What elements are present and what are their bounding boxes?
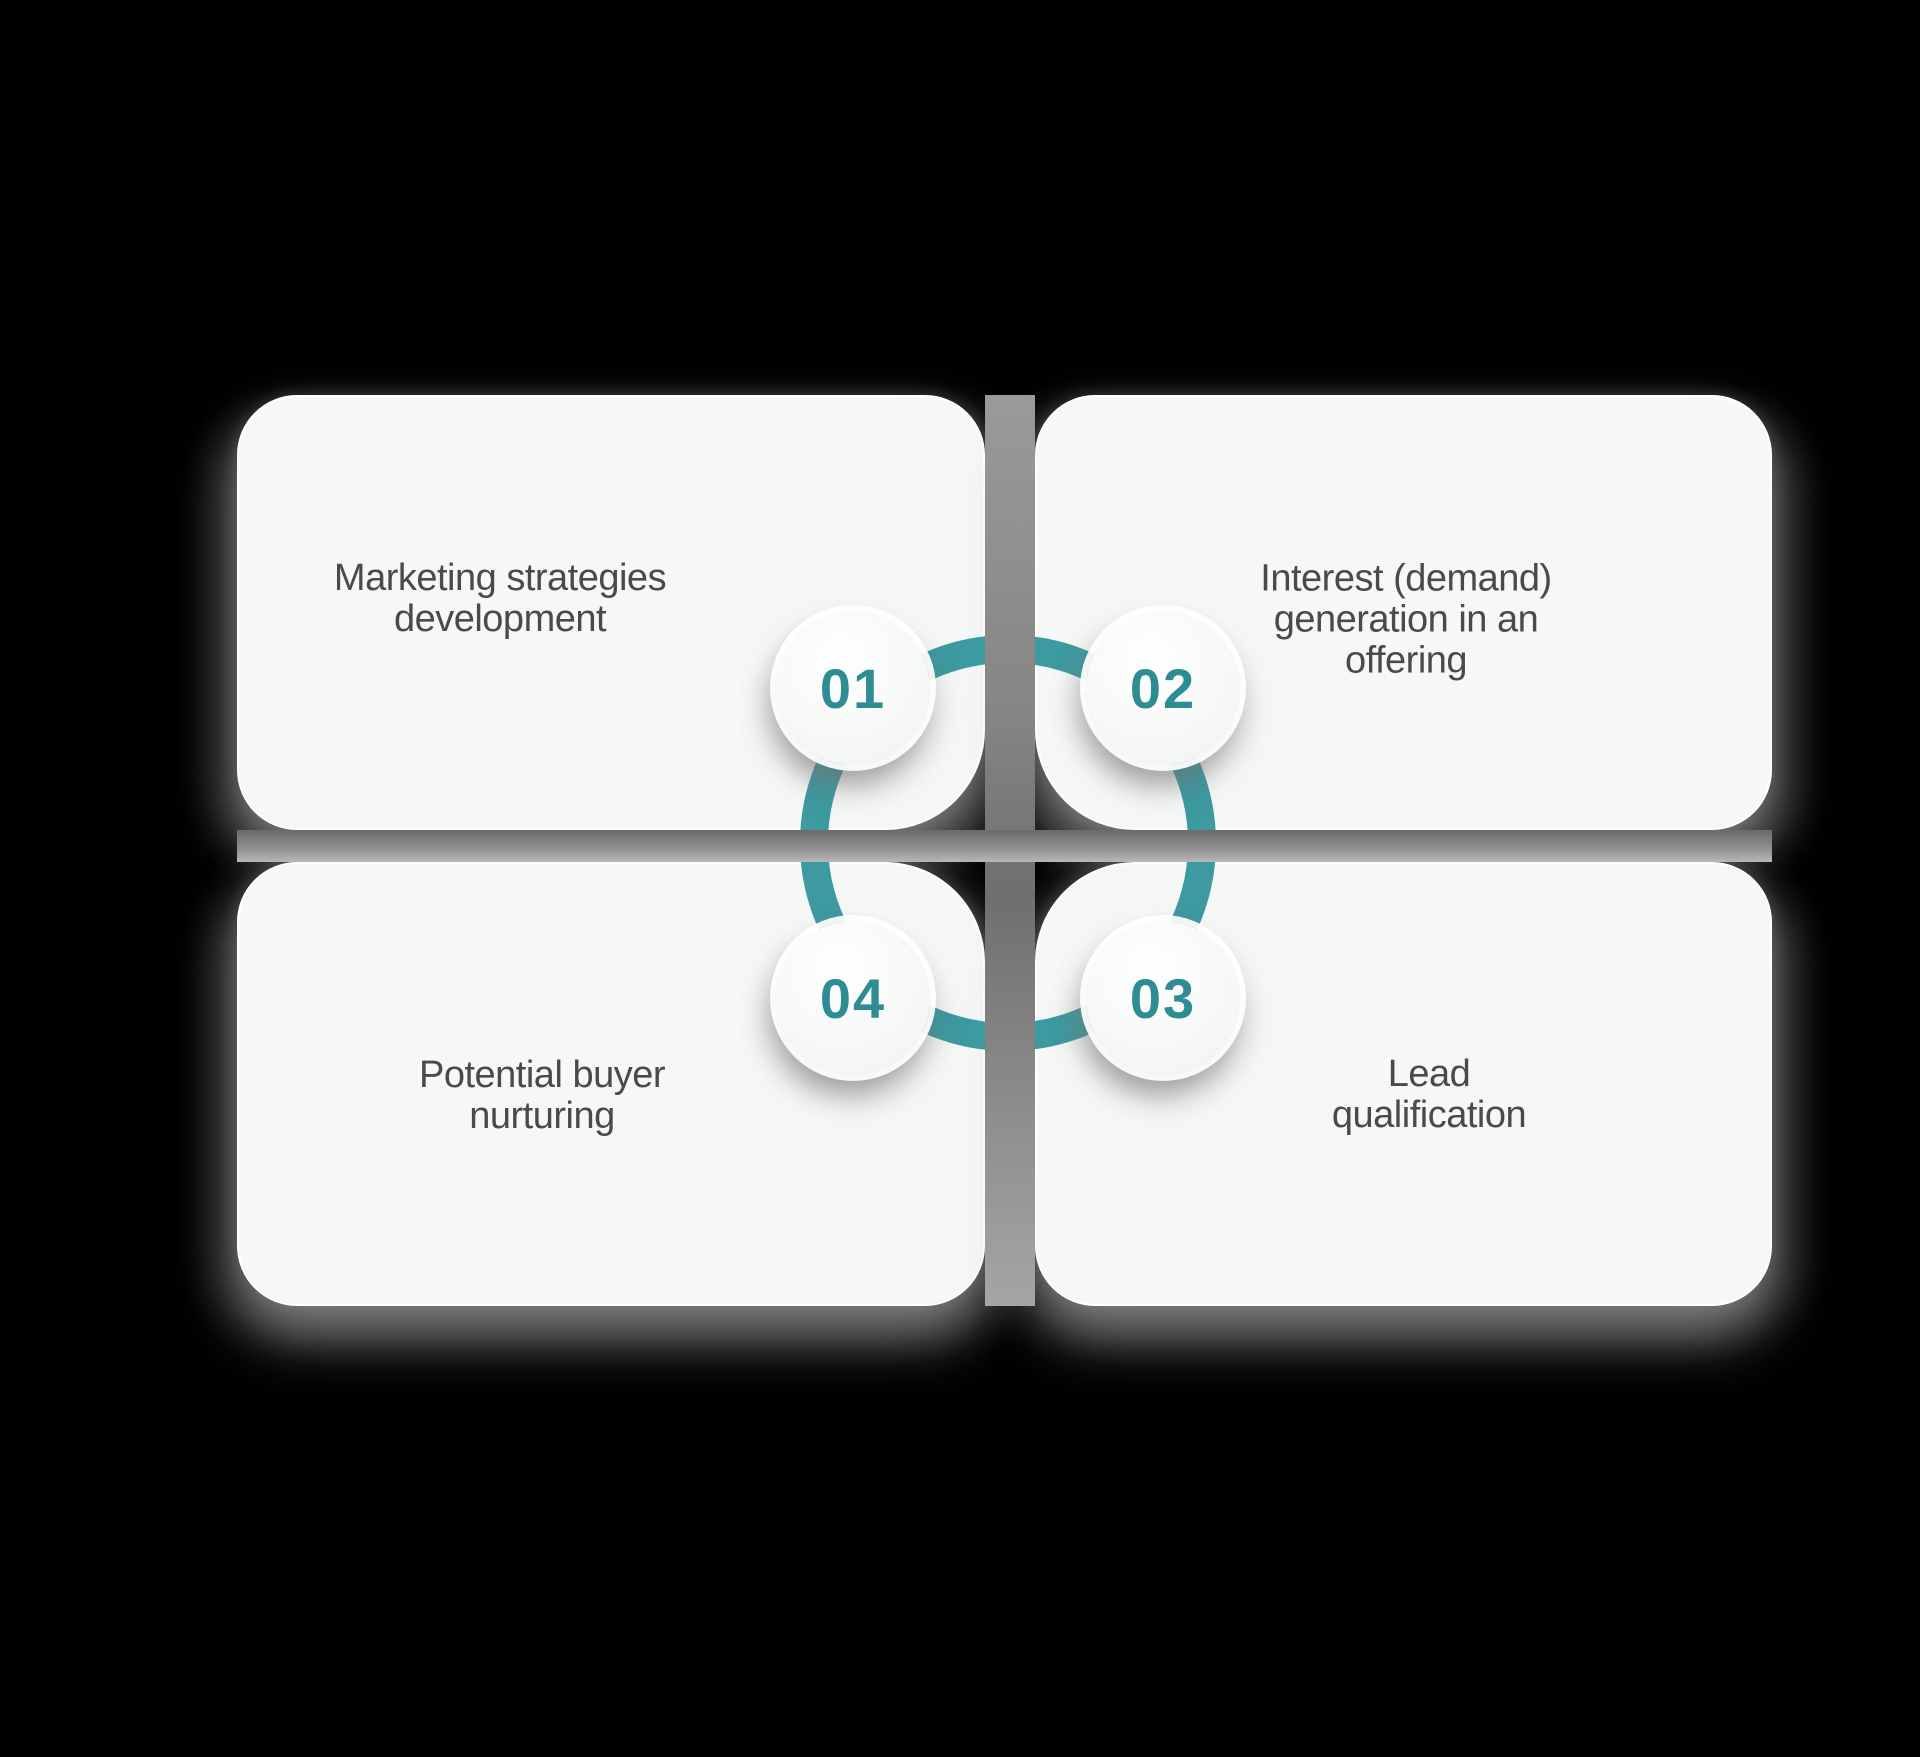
step-circle-04: 04: [776, 921, 930, 1075]
step-number-04: 04: [819, 966, 887, 1030]
horizontal-gap-shadow: [237, 830, 1772, 862]
step-circle-01: 01: [776, 611, 930, 765]
card-label-step-02: Interest (demand) generation in an offer…: [1260, 557, 1552, 682]
step-number-01: 01: [819, 656, 887, 720]
card-label-step-03: Lead qualification: [1331, 1052, 1527, 1136]
step-circle-02: 02: [1086, 611, 1240, 765]
card-label-step-01: Marketing strategies development: [333, 556, 667, 640]
card-label-step-04: Potential buyer nurturing: [419, 1053, 666, 1137]
step-number-02: 02: [1129, 656, 1197, 720]
step-number-03: 03: [1129, 966, 1197, 1030]
step-circle-03: 03: [1086, 921, 1240, 1075]
